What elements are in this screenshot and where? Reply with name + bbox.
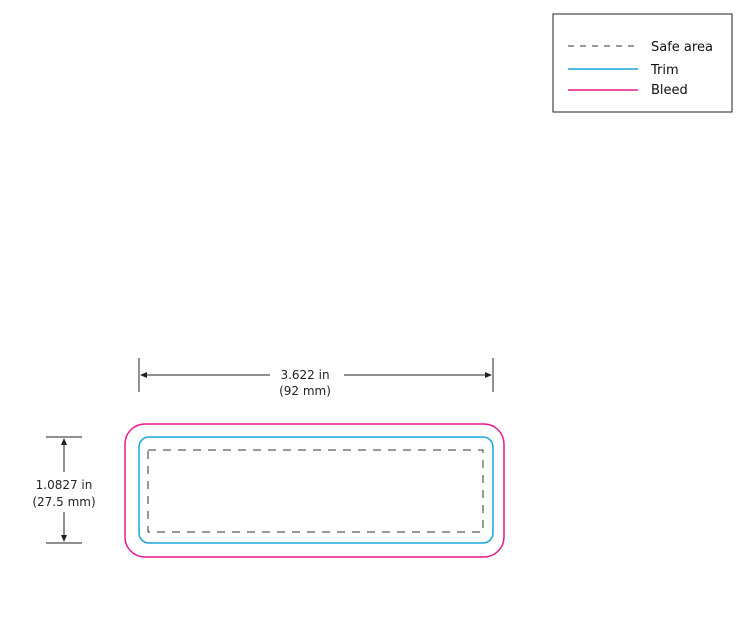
width-arrowhead-right <box>485 372 492 378</box>
bleed-outline <box>124 423 505 558</box>
height-dimension: 1.0827 in (27.5 mm) <box>32 436 96 544</box>
width-inches-label: 3.622 in <box>280 368 329 382</box>
legend-safe-area-label: Safe area <box>651 40 713 55</box>
height-mm-label: (27.5 mm) <box>32 495 95 509</box>
safe-area-outline <box>147 449 484 533</box>
legend-box <box>552 13 733 113</box>
legend-bleed-label: Bleed <box>651 83 688 98</box>
trim-outline <box>138 436 494 544</box>
legend-trim-label: Trim <box>650 63 679 78</box>
width-dimension: 3.622 in (92 mm) <box>138 358 494 398</box>
width-mm-label: (92 mm) <box>279 384 331 398</box>
height-arrowhead-bottom <box>61 535 67 542</box>
legend: Safe area Trim Bleed <box>552 13 733 113</box>
height-inches-label: 1.0827 in <box>36 478 93 492</box>
width-arrowhead-left <box>140 372 147 378</box>
label-outlines <box>124 423 505 558</box>
height-arrowhead-top <box>61 438 67 445</box>
